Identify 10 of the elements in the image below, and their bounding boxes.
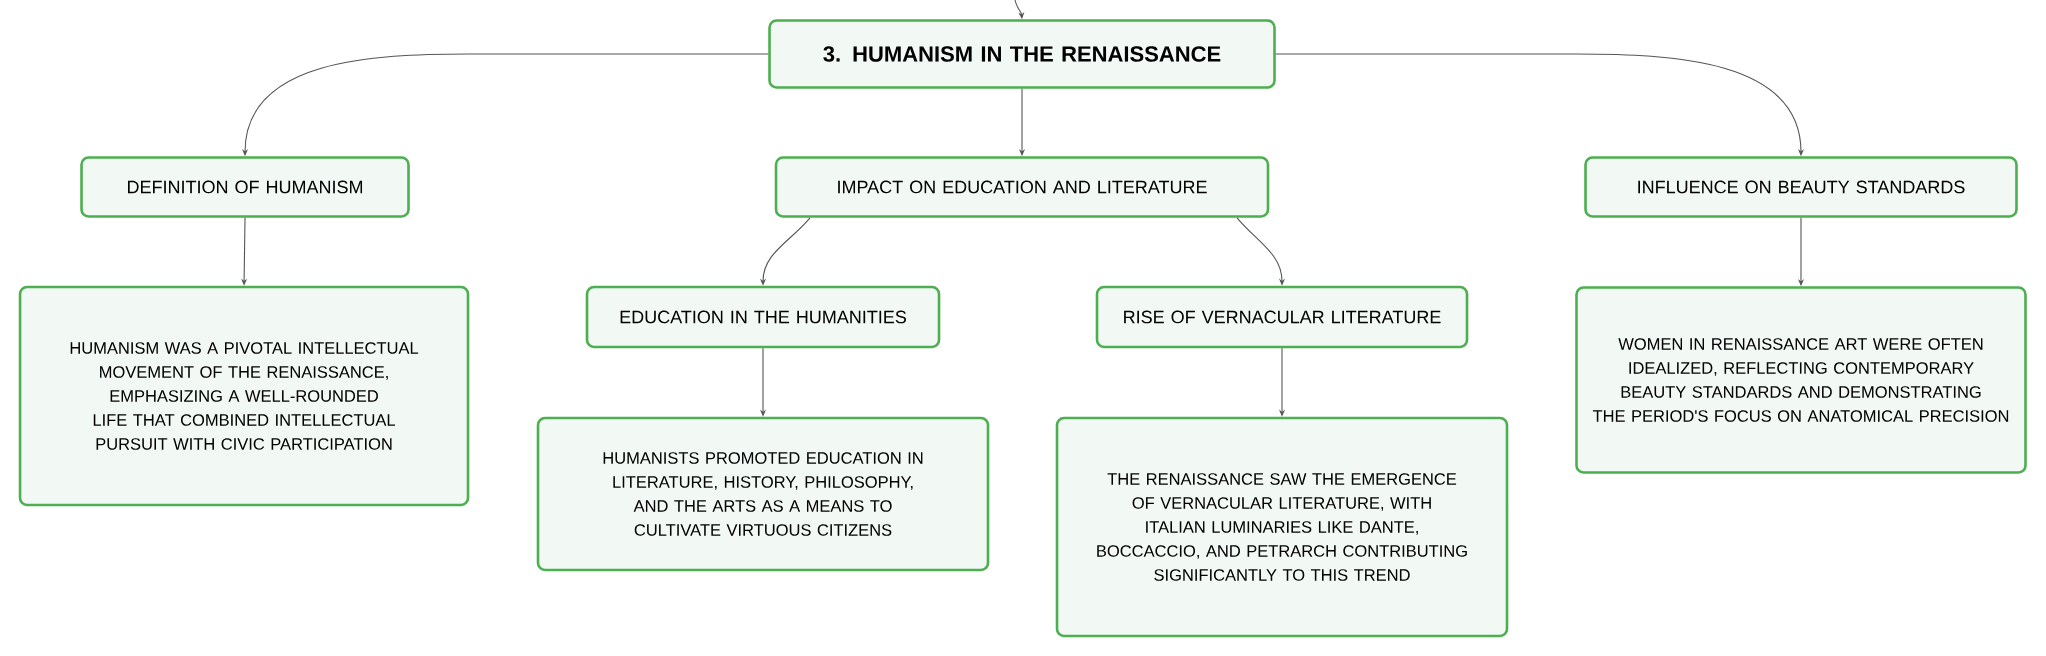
title-box: 3. HUMANISM IN THE RENAISSANCE bbox=[768, 19, 1276, 89]
text-box: HUMANISM WAS A PIVOTAL INTELLECTUAL MOVEMENT OF THE RENAISSANCE, EMPHASIZING A WELL-ROUNDED LIFE THAT COMBINED INTELLECTUAL PURSUIT WITH CIVIC PARTICIPATION bbox=[18, 285, 470, 507]
text-box: HUMANISTS PROMOTED EDUCATION IN LITERATURE, HISTORY, PHILOSOPHY, AND THE ARTS AS A MEANS TO CULTIVATE VIRTUOUS CITIZENS bbox=[536, 416, 990, 572]
topic-box: EDUCATION IN THE HUMANITIES bbox=[585, 285, 941, 349]
text-box: WOMEN IN RENAISSANCE ART WERE OFTEN IDEALIZED, REFLECTING CONTEMPORARY BEAUTY STANDARDS AND DEMONSTRATING THE PERIOD'S FOCUS ON ANATOMICAL PRECISION bbox=[1575, 286, 2027, 474]
topic-box: INFLUENCE ON BEAUTY STANDARDS bbox=[1584, 156, 2018, 218]
topic-box: IMPACT ON EDUCATION AND LITERATURE bbox=[774, 156, 1270, 218]
topic-box: RISE OF VERNACULAR LITERATURE bbox=[1095, 285, 1469, 349]
text-box: THE RENAISSANCE SAW THE EMERGENCE OF VERNACULAR LITERATURE, WITH ITALIAN LUMINARIES LIKE DANTE, BOCCACCIO, AND PETRARCH CONTRIBUTING SIGNIFICANTLY TO THIS TREND bbox=[1055, 416, 1509, 638]
topic-box: DEFINITION OF HUMANISM bbox=[80, 156, 410, 218]
